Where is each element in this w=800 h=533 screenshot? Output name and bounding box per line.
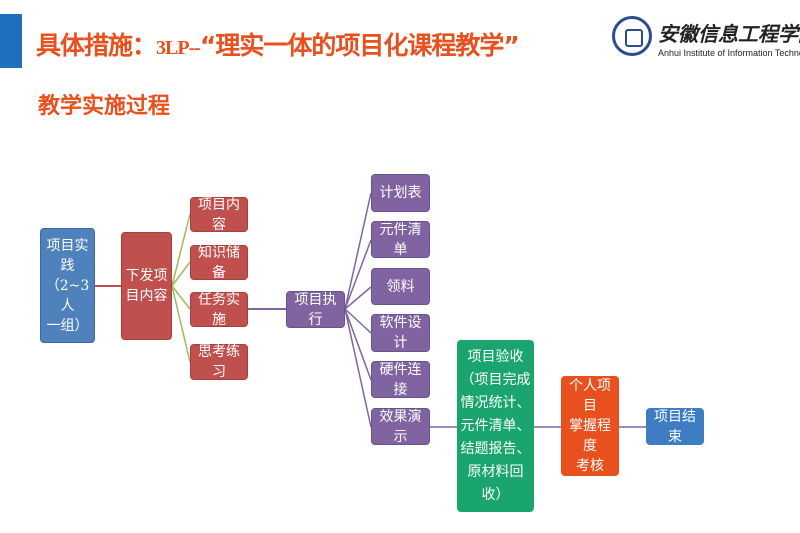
node-project-practice: 项目实践 （2~3人 一组） <box>40 228 95 343</box>
node-end: 项目结束 <box>646 408 704 445</box>
title-part: 具体措施： <box>36 31 157 60</box>
connector <box>344 239 372 310</box>
connector <box>344 308 372 381</box>
connector <box>171 285 191 363</box>
accent-bar <box>0 14 22 68</box>
connector <box>344 286 372 310</box>
node-assessment: 个人项目 掌握程度 考核 <box>561 376 619 476</box>
school-logo: 安徽信息工程学院 Anhui Institute of Information … <box>612 16 800 66</box>
connector <box>171 213 191 287</box>
title-part: “理实一体的项目化课程教学” <box>199 31 520 60</box>
node-execute-child: 效果演示 <box>371 408 430 445</box>
node-issue-child: 思考练习 <box>190 344 248 380</box>
node-acceptance: 项目验收 （项目完成 情况统计、 元件清单、 结题报告、 原材料回收） <box>457 340 534 512</box>
logo-name-en: Anhui Institute of Information Technolog… <box>658 48 800 58</box>
node-execute-child: 计划表 <box>371 174 430 212</box>
node-issue-content: 下发项 目内容 <box>121 232 172 340</box>
connector <box>344 308 372 428</box>
node-execute-child: 元件清单 <box>371 221 430 258</box>
node-execute-child: 领料 <box>371 268 430 305</box>
connector <box>171 285 191 310</box>
connector <box>344 192 372 310</box>
connector <box>171 261 191 287</box>
node-issue-child: 任务实施 <box>190 292 248 328</box>
node-execute-child: 软件设计 <box>371 314 430 352</box>
node-issue-child: 知识储备 <box>190 245 248 281</box>
node-execute: 项目执行 <box>286 291 345 328</box>
node-issue-child: 项目内容 <box>190 197 248 233</box>
connector <box>344 308 372 334</box>
logo-name-cn: 安徽信息工程学院 <box>658 22 800 46</box>
node-execute-child: 硬件连接 <box>371 361 430 398</box>
slide-subtitle: 教学实施过程 <box>38 94 171 119</box>
slide-title: 具体措施：3LP--“理实一体的项目化课程教学” <box>36 26 520 62</box>
title-part: 3LP-- <box>156 37 201 59</box>
seal-icon <box>612 16 652 56</box>
